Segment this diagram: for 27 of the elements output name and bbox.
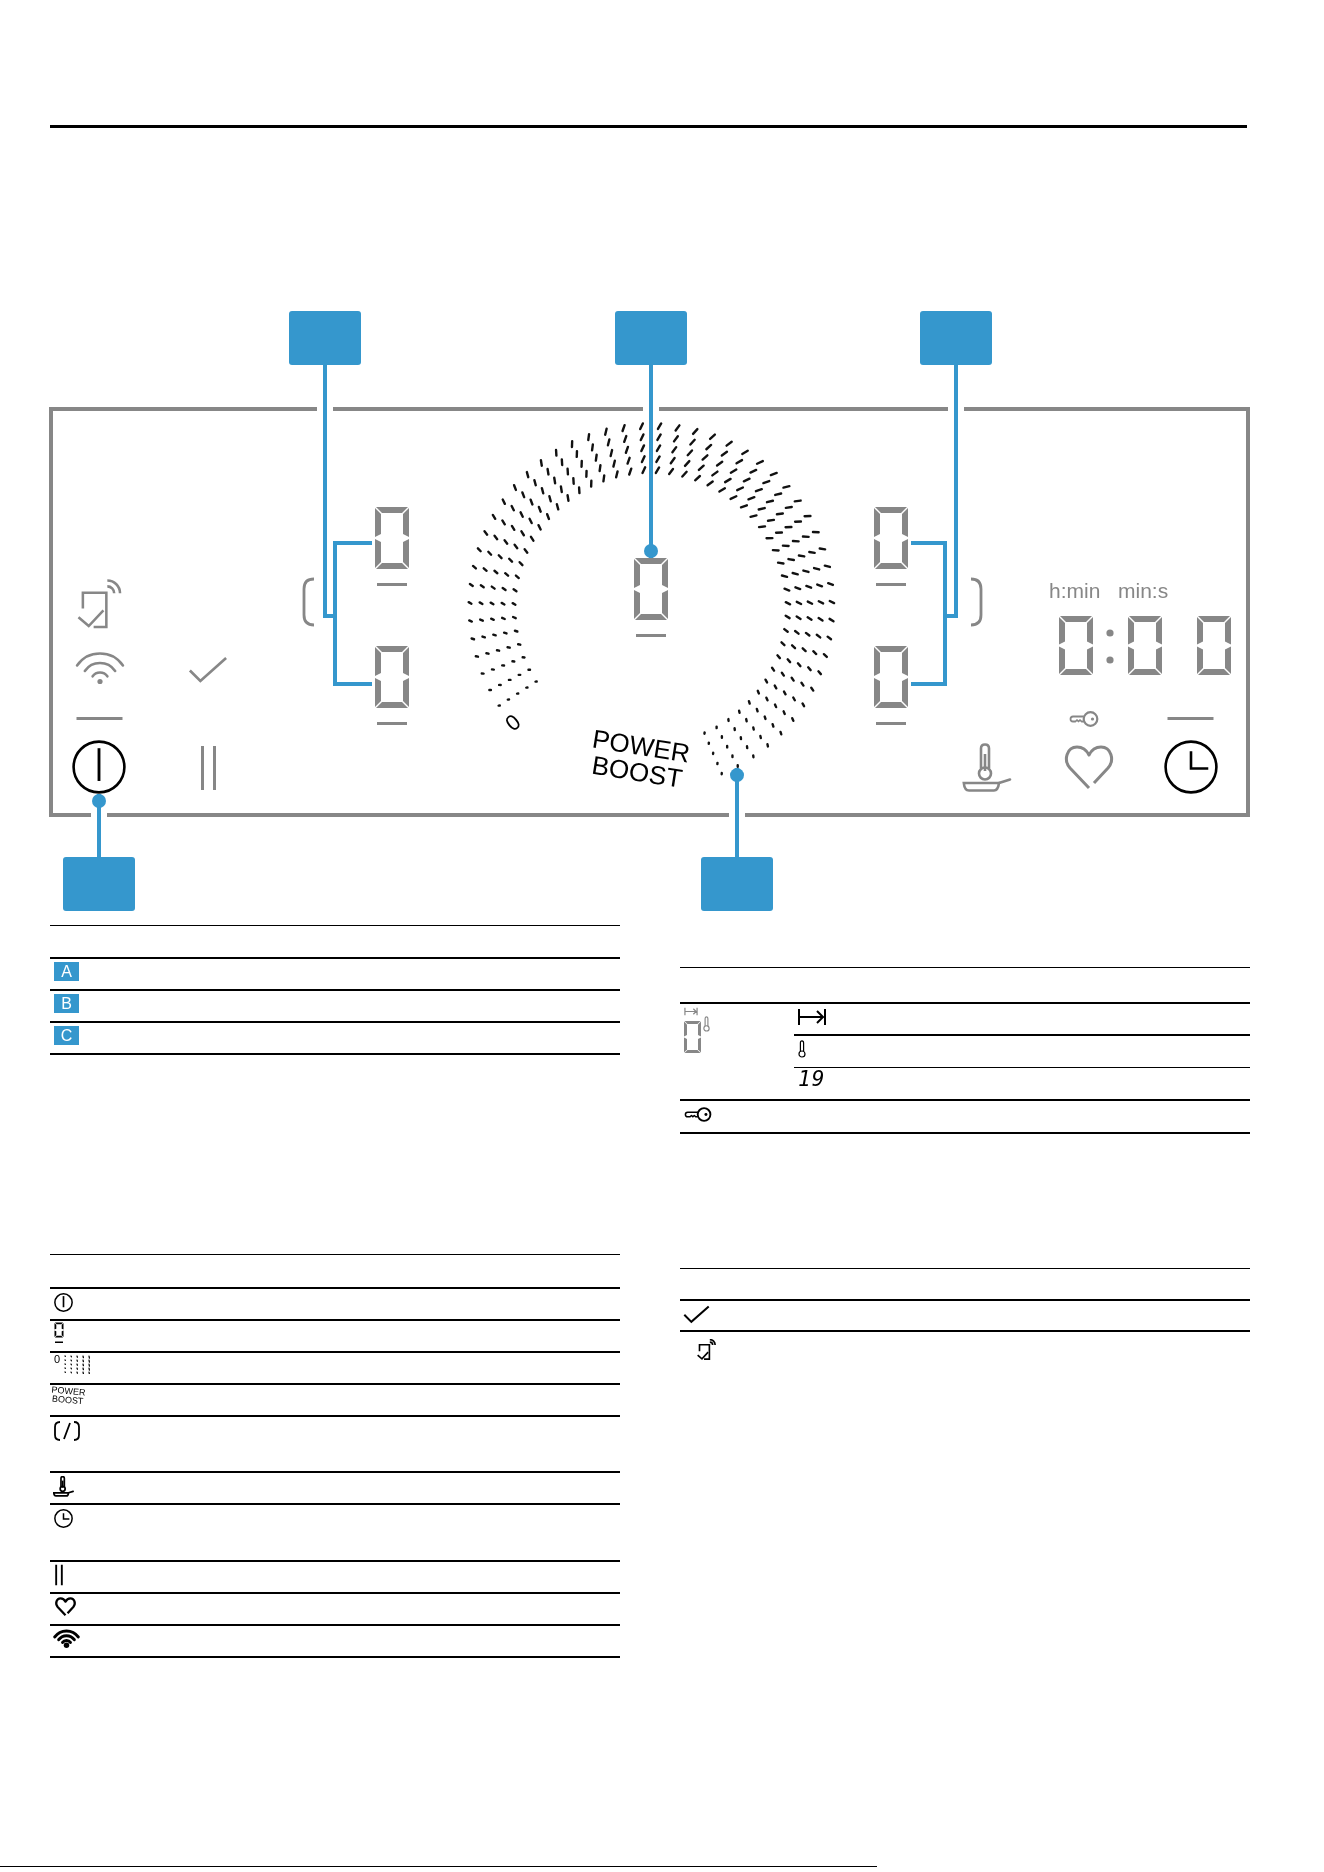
unit-label: h:min (1049, 580, 1101, 601)
segment-display (631, 558, 671, 638)
scale-label: 0 (501, 710, 525, 736)
boost-label: POWER BOOST (50, 1385, 86, 1407)
callout-box (63, 857, 135, 911)
control-panel (49, 407, 1250, 817)
power-button (72, 740, 126, 794)
callout-letter: B (54, 994, 79, 1013)
segment-display (871, 646, 911, 726)
leader-line (92, 794, 106, 857)
callout-letter: C (54, 1026, 79, 1045)
segment-display (372, 507, 412, 587)
callout-box (701, 857, 773, 911)
scale-label: 0 (54, 1354, 61, 1365)
leader-line (644, 365, 658, 558)
callout-letter: A (54, 962, 79, 981)
segment-display (871, 507, 911, 587)
callout-box (289, 311, 361, 365)
readout-value: 19 (798, 1069, 826, 1090)
segment-display (372, 646, 412, 726)
unit-label: min:s (1118, 580, 1169, 601)
leader-line (730, 768, 744, 857)
dial-segment (715, 724, 740, 769)
boost-label: POWER BOOST (588, 725, 692, 793)
callout-box (920, 311, 992, 365)
leader-line (911, 365, 958, 686)
callout-box (615, 311, 687, 365)
